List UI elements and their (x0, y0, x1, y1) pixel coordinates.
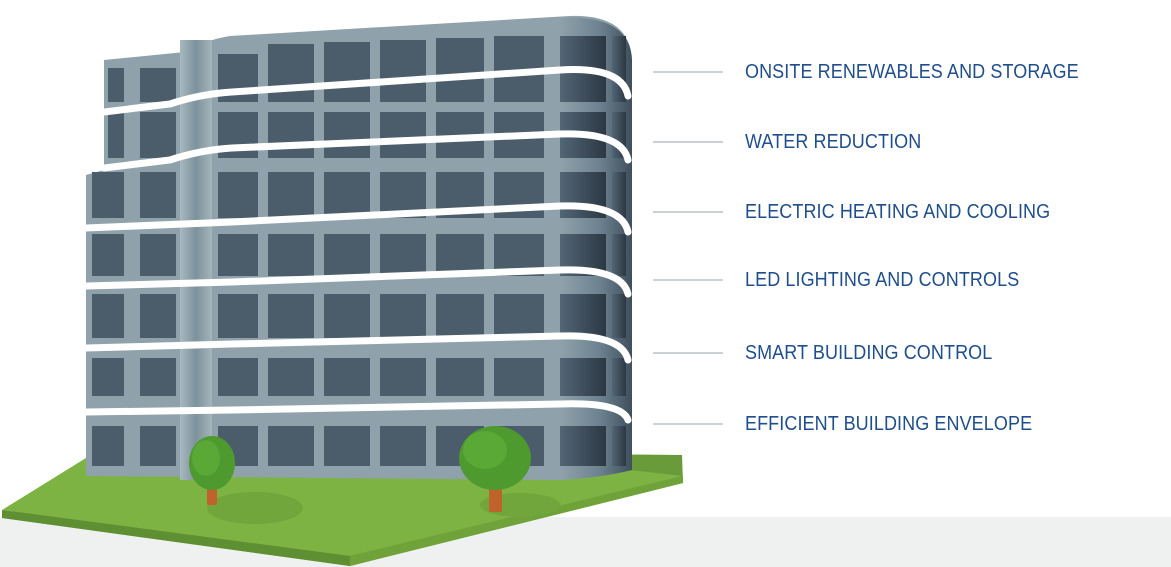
window (108, 68, 124, 102)
window (92, 294, 124, 338)
window (92, 426, 124, 466)
window (324, 172, 370, 218)
leader-line (653, 423, 723, 425)
window (380, 426, 426, 466)
callout-led-lighting: LED LIGHTING AND CONTROLS (653, 268, 1163, 292)
floor-band (82, 400, 632, 424)
window (380, 112, 426, 158)
leader-line (653, 352, 723, 354)
feature-label: SMART BUILDING CONTROL (745, 342, 993, 364)
window (324, 358, 370, 396)
building (82, 15, 632, 481)
leader-line (653, 141, 723, 143)
window (324, 234, 370, 276)
window (268, 426, 314, 466)
window (494, 358, 544, 396)
feature-label: ELECTRIC HEATING AND COOLING (745, 201, 1051, 223)
window (612, 294, 626, 338)
window (380, 294, 426, 338)
window (140, 172, 176, 218)
window (218, 234, 258, 276)
window (324, 112, 370, 158)
tree-right (459, 426, 531, 512)
window (436, 294, 484, 338)
leader-line (653, 211, 723, 213)
window (560, 358, 606, 396)
window (92, 172, 124, 218)
feature-label: ONSITE RENEWABLES AND STORAGE (745, 61, 1079, 83)
window (218, 294, 258, 338)
window (380, 234, 426, 276)
floor-band (100, 130, 632, 172)
window (268, 294, 314, 338)
window (436, 358, 484, 396)
leader-line (653, 71, 723, 73)
window (218, 358, 258, 396)
window (612, 234, 626, 276)
window (560, 294, 606, 338)
window (268, 234, 314, 276)
window (380, 358, 426, 396)
window (140, 426, 176, 466)
floor-band (82, 266, 632, 298)
callout-smart-building: SMART BUILDING CONTROL (653, 341, 1163, 365)
window (380, 40, 426, 102)
callout-onsite-renewables: ONSITE RENEWABLES AND STORAGE (653, 60, 1163, 84)
window (92, 358, 124, 396)
window (268, 172, 314, 218)
callout-building-envelope: EFFICIENT BUILDING ENVELOPE (653, 412, 1163, 436)
window (140, 294, 176, 338)
window (92, 234, 124, 276)
floor-bands (82, 66, 632, 424)
feature-label: EFFICIENT BUILDING ENVELOPE (745, 413, 1033, 435)
window (140, 112, 176, 158)
feature-label: WATER REDUCTION (745, 131, 922, 153)
window (324, 294, 370, 338)
floor-band (82, 332, 632, 364)
window (612, 172, 626, 218)
window (612, 358, 626, 396)
window (324, 426, 370, 466)
window (218, 172, 258, 218)
window (140, 358, 176, 396)
window (268, 112, 314, 158)
window (324, 42, 370, 102)
floor-band (82, 202, 632, 236)
window (140, 234, 176, 276)
leader-line (653, 279, 723, 281)
callout-water-reduction: WATER REDUCTION (653, 130, 1163, 154)
window (494, 294, 544, 338)
window (560, 426, 606, 466)
callout-electric-heating: ELECTRIC HEATING AND COOLING (653, 200, 1163, 224)
window (436, 38, 484, 102)
window (140, 68, 176, 102)
window (436, 234, 484, 276)
tree-left (189, 436, 235, 505)
floor-band (100, 66, 632, 116)
window (268, 358, 314, 396)
window (108, 112, 124, 158)
feature-label: LED LIGHTING AND CONTROLS (745, 269, 1020, 291)
window (612, 426, 626, 466)
